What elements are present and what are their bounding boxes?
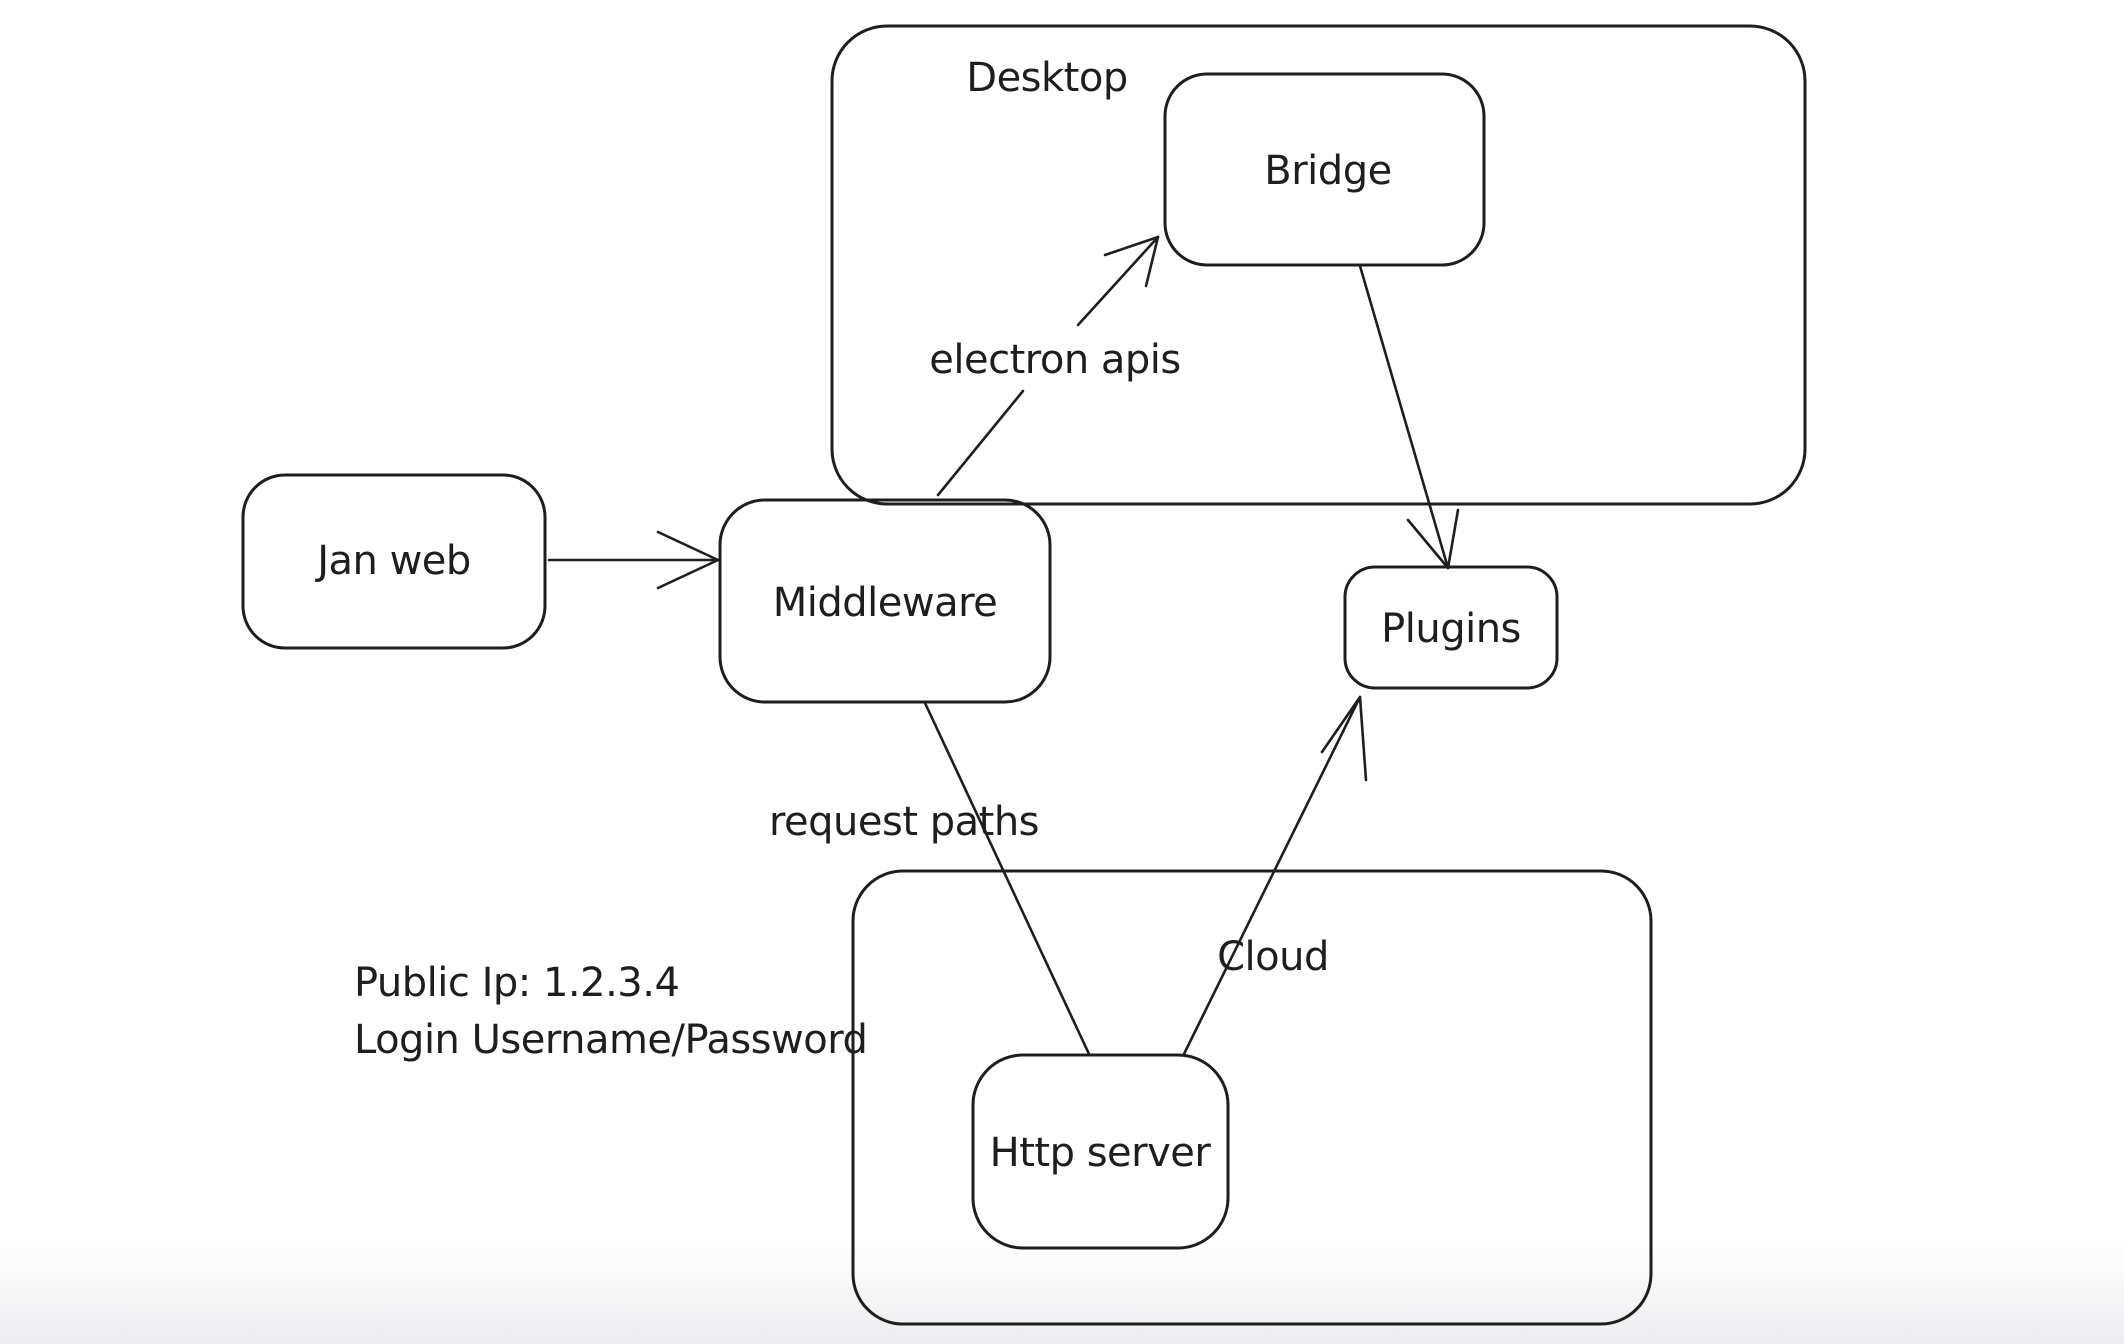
desktop-label: Desktop [966, 55, 1127, 101]
public-ip-annotation: Public Ip: 1.2.3.4 [354, 960, 679, 1006]
edge-middleware-to-bridge [936, 235, 1160, 497]
edge-jan-web-to-middleware [547, 530, 720, 590]
middleware-box [718, 498, 1052, 704]
cloud-label: Cloud [1217, 934, 1329, 980]
request-paths-edge-label: request paths [769, 799, 1039, 845]
jan-web-box [241, 473, 547, 650]
jan-web-label: Jan web [314, 538, 471, 584]
bridge-box [1163, 72, 1486, 267]
http-server-box [971, 1053, 1230, 1250]
edge-jan-web-to-middleware-arrowhead [656, 530, 720, 590]
edge-http-server-to-plugins-arrowhead [1320, 695, 1368, 782]
edge-middleware-to-http-server-shaft [923, 701, 1091, 1056]
plugins-label: Plugins [1381, 606, 1521, 652]
edge-middleware-to-bridge-shaft [936, 235, 1160, 497]
desktop-container [830, 24, 1807, 506]
middleware-label: Middleware [773, 580, 998, 626]
http-server-label: Http server [990, 1130, 1212, 1176]
login-annotation: Login Username/Password [354, 1017, 867, 1063]
edge-middleware-to-bridge-arrowhead [1103, 235, 1160, 288]
edge-bridge-to-plugins [1358, 264, 1460, 570]
bridge-label: Bridge [1264, 148, 1391, 194]
edge-bridge-to-plugins-shaft [1358, 264, 1450, 570]
edge-http-server-to-plugins-shaft [1182, 695, 1362, 1056]
plugins-box [1343, 565, 1559, 690]
edge-http-server-to-plugins [1182, 695, 1368, 1056]
edge-middleware-to-http-server [923, 701, 1091, 1056]
edge-bridge-to-plugins-arrowhead [1406, 508, 1460, 570]
cloud-container [851, 869, 1653, 1326]
electron-apis-edge-label: electron apis [929, 337, 1180, 383]
